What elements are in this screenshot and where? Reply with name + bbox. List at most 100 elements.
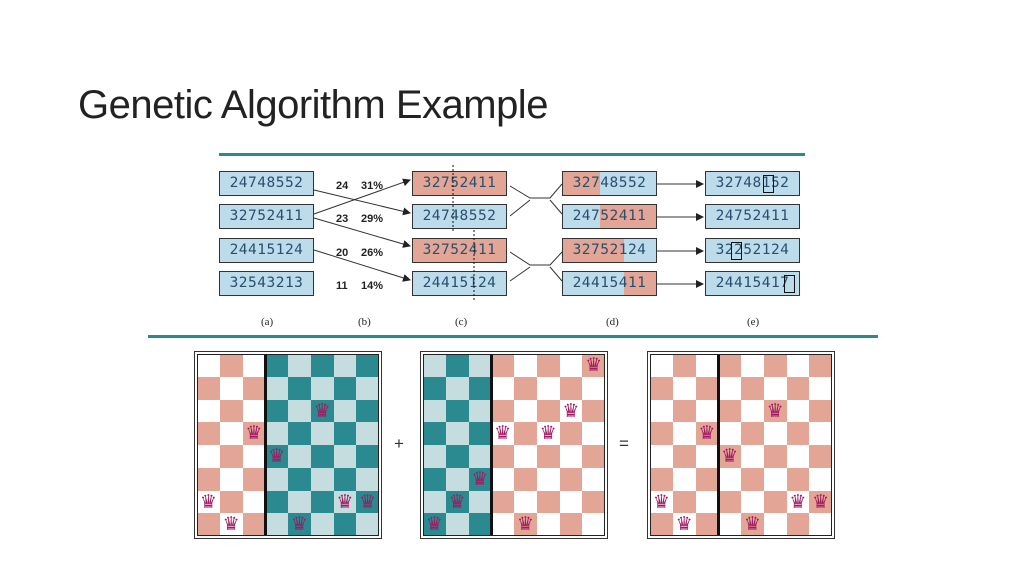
board-square <box>763 467 787 491</box>
board-square <box>288 376 311 400</box>
board-square <box>310 445 334 468</box>
selected-individual: 32752411 <box>412 171 507 196</box>
board-square <box>536 422 560 445</box>
board-square <box>197 445 220 468</box>
board-square <box>242 445 266 468</box>
board-square <box>786 422 810 445</box>
board-square <box>423 513 446 536</box>
fitness-percent: 14% <box>361 280 384 292</box>
board-square <box>333 467 357 491</box>
board-square <box>310 399 334 423</box>
board-square <box>536 445 560 468</box>
board-square <box>219 422 243 445</box>
mutation-marker <box>763 175 774 193</box>
board-square <box>242 399 266 423</box>
queen-icon: ♛ <box>516 513 534 536</box>
board-square <box>536 354 560 377</box>
board-square <box>695 376 719 400</box>
board-square <box>423 445 446 468</box>
board-square <box>650 422 673 445</box>
board-square <box>445 513 469 536</box>
board-square <box>536 490 560 514</box>
board-square <box>242 376 266 400</box>
board-square <box>356 513 379 536</box>
board-square <box>763 376 787 400</box>
board-square <box>468 513 492 536</box>
board-square <box>242 354 266 377</box>
board-square <box>445 354 469 377</box>
board-square <box>197 399 220 423</box>
board-square <box>423 354 446 377</box>
board-square <box>582 467 605 491</box>
board-square <box>809 376 832 400</box>
chessboard-offspring: ♛♛♛♛♛♛♛♛ <box>647 351 835 539</box>
population-individual: 24748552 <box>219 171 314 196</box>
chessboard-parent-1: ♛♛♛♛♛♛♛♛ <box>194 351 382 539</box>
board-square <box>514 422 537 445</box>
board-square <box>219 354 243 377</box>
board-square <box>491 467 514 491</box>
board-square <box>423 490 446 514</box>
board-square <box>491 490 514 514</box>
board-square <box>333 445 357 468</box>
board-square <box>288 354 311 377</box>
crossover-line <box>509 183 563 199</box>
board-square <box>559 467 583 491</box>
board-square <box>242 467 266 491</box>
board-square <box>333 376 357 400</box>
board-square <box>650 513 673 536</box>
board-square <box>356 490 379 514</box>
board-square <box>741 399 764 423</box>
board-square <box>559 490 583 514</box>
board-square <box>582 399 605 423</box>
crossover-line <box>549 199 563 215</box>
fitness-value: 11 <box>336 280 348 292</box>
mutated-child: 24752411 <box>705 204 800 229</box>
board-square <box>672 467 696 491</box>
board-square <box>718 422 741 445</box>
board-square <box>356 399 379 423</box>
selected-individual: 24415124 <box>412 271 507 296</box>
board-square <box>468 422 492 445</box>
board-square <box>559 513 583 536</box>
board-square <box>763 354 787 377</box>
board-square <box>582 354 605 377</box>
board-square <box>763 490 787 514</box>
queen-icon: ♛ <box>721 445 739 467</box>
crossover-divider <box>716 354 720 536</box>
mutation-marker <box>731 242 742 260</box>
board-square <box>514 445 537 468</box>
board-square <box>423 399 446 423</box>
board-square <box>197 376 220 400</box>
board-square <box>491 376 514 400</box>
crossover-line <box>549 266 563 282</box>
queen-icon: ♛ <box>562 399 580 422</box>
top-rule <box>219 153 805 156</box>
board-square <box>650 445 673 468</box>
board-square <box>445 490 469 514</box>
board-square <box>468 490 492 514</box>
board-square <box>468 354 492 377</box>
queen-icon: ♛ <box>698 422 716 445</box>
fitness-value: 23 <box>336 213 349 225</box>
board-square <box>265 467 288 491</box>
queen-icon: ♛ <box>675 513 693 536</box>
crossover-line <box>509 251 563 266</box>
board-square <box>786 513 810 536</box>
board-square <box>763 513 787 536</box>
board-square <box>718 376 741 400</box>
selected-individual: 24748552 <box>412 204 507 229</box>
board-square <box>718 513 741 536</box>
board-square <box>786 376 810 400</box>
board-square <box>514 376 537 400</box>
queen-icon: ♛ <box>425 513 443 536</box>
board-square <box>809 467 832 491</box>
board-square <box>265 445 288 468</box>
board-square <box>672 513 696 536</box>
board-square <box>423 376 446 400</box>
board-square <box>718 445 741 468</box>
board-square <box>536 513 560 536</box>
board-square <box>672 354 696 377</box>
chessboard-parent-2: ♛♛♛♛♛♛♛♛ <box>420 351 608 539</box>
board-square <box>672 445 696 468</box>
